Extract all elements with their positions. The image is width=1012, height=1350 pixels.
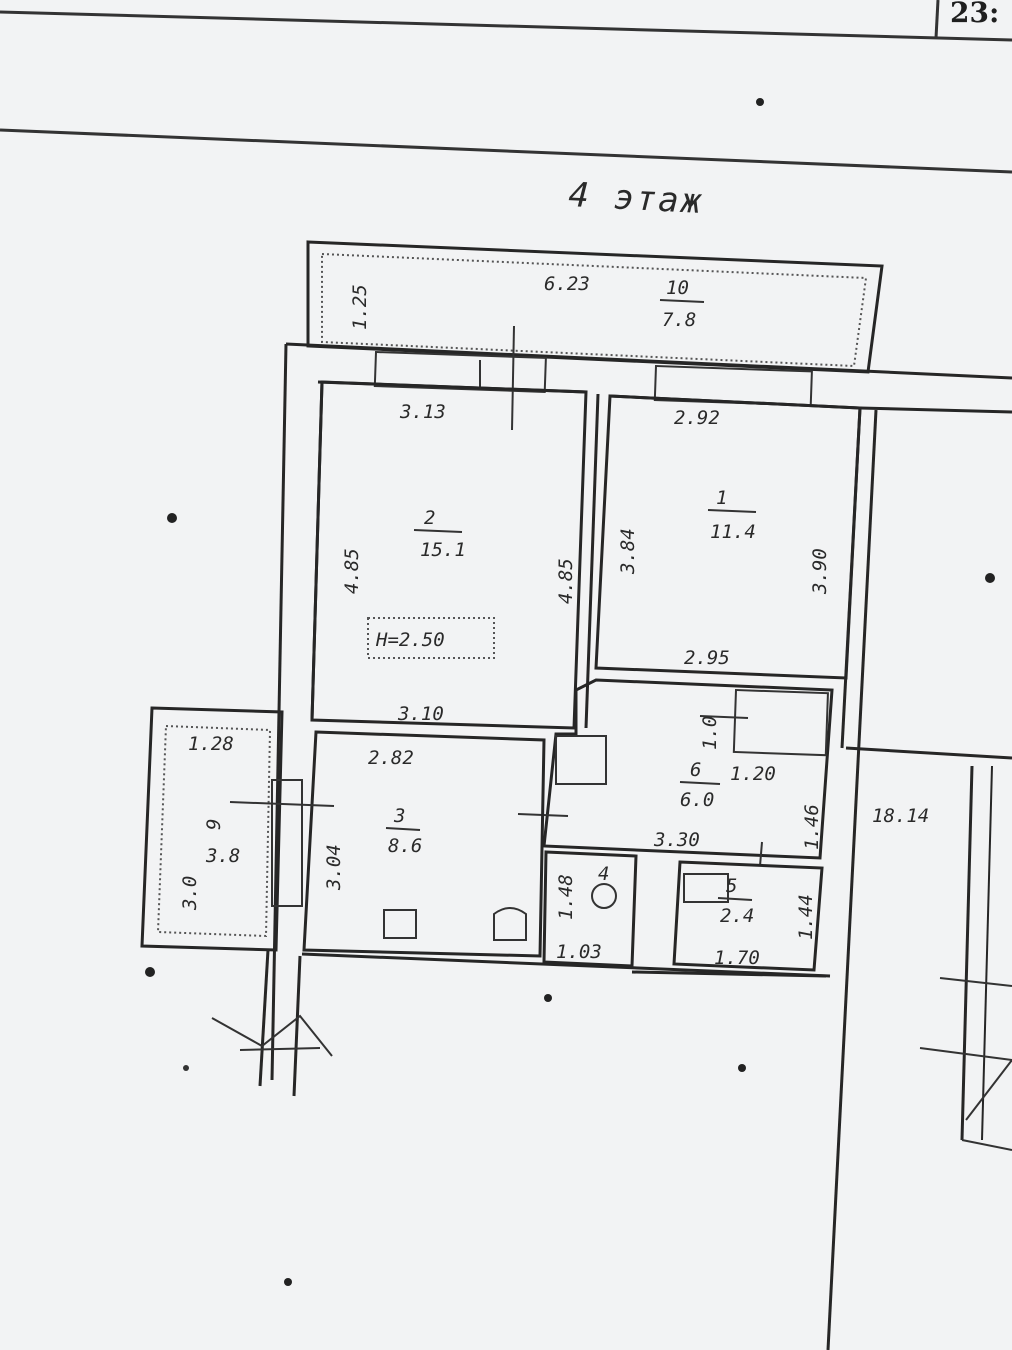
balcony-top-fraction-line <box>659 299 705 303</box>
stair-mark-2 <box>239 1047 321 1051</box>
room-3-outline <box>302 730 546 958</box>
room-1-dim-right: 3.90 <box>809 548 831 595</box>
neighbor-stair-2 <box>919 1047 1012 1061</box>
room-2-fraction-line <box>413 529 463 533</box>
balcony-top-inner <box>321 252 868 368</box>
partition-2-1 <box>584 393 600 729</box>
ink-dot <box>284 1278 292 1286</box>
room-5-fraction-line <box>717 897 753 901</box>
niche-outline <box>555 735 607 785</box>
room-5-number: 5 <box>726 875 737 897</box>
room-2-outline <box>310 380 588 730</box>
balcony-left-inner <box>156 724 272 938</box>
ink-dot <box>756 98 764 106</box>
room-5-dim-2: 1.70 <box>714 947 760 969</box>
room-2-dim-bottom: 3.10 <box>397 703 444 725</box>
door-top-left <box>511 325 515 431</box>
room-6-dim-4: 1.0 <box>699 716 721 750</box>
window-top-left <box>373 350 547 393</box>
balcony-left-area: 3.8 <box>205 845 240 867</box>
neighbor-wall-inner <box>960 765 974 1141</box>
balcony-left-dim-top: 1.28 <box>188 733 234 755</box>
neighbor-stair-3 <box>961 1139 1012 1151</box>
neighbor-stair-diag <box>965 1059 1012 1121</box>
header-line-top <box>0 10 1012 42</box>
room-5-area: 2.4 <box>720 905 754 927</box>
neighbor-stair-1 <box>939 977 1012 987</box>
room-4-outline <box>542 850 638 968</box>
room-2-dim-right: 4.85 <box>555 558 577 604</box>
room-6-dim-1: 1.20 <box>730 763 776 785</box>
ink-dot <box>145 967 155 977</box>
outer-wall-right <box>826 409 878 1350</box>
door-left <box>229 801 335 807</box>
outer-wall-bottom <box>301 952 831 978</box>
room-1-fraction-line <box>707 509 757 513</box>
sink-icon <box>383 909 417 939</box>
room-1-dim-left: 3.84 <box>617 528 639 575</box>
door-mark <box>759 841 763 867</box>
room-3-dim-top: 2.82 <box>368 747 414 769</box>
room-4-dim-1: 1.48 <box>555 874 577 920</box>
outer-wall-bottom-2 <box>631 970 827 978</box>
room-6-dim-2: 3.30 <box>653 829 700 851</box>
ink-dot <box>985 573 995 583</box>
room-4-number: 4 <box>598 863 609 885</box>
header-line-bottom <box>0 128 1012 174</box>
room-5-dim-1: 1.44 <box>795 894 817 940</box>
room-6-number: 6 <box>690 759 701 781</box>
bath-icon <box>683 873 729 903</box>
door-room-6 <box>699 715 749 719</box>
room-3-dim-left: 3.04 <box>323 844 345 891</box>
room-6-dim-3: 1.46 <box>801 804 823 850</box>
outer-wall-top <box>285 342 1012 380</box>
balcony-top-depth: 1.25 <box>349 284 371 330</box>
room-3-number: 3 <box>393 805 405 827</box>
balcony-top-width: 6.23 <box>544 273 590 295</box>
room-6-area: 6.0 <box>680 789 714 811</box>
room-1-area: 11.4 <box>710 521 756 543</box>
corner-text: 23: <box>950 0 999 29</box>
neighbor-wall-inner-2 <box>981 765 993 1141</box>
riser-line-2 <box>292 955 302 1097</box>
outer-wall-right-inner <box>840 407 862 749</box>
ink-dot <box>167 513 177 523</box>
room-5-outline <box>672 860 824 972</box>
room-2-ceiling: H=2.50 <box>375 629 445 651</box>
floor-title: 4 этаж <box>568 175 705 222</box>
room-6-fraction-line <box>679 781 721 785</box>
ink-dot <box>183 1065 189 1071</box>
neighbor-wall-top <box>845 746 1012 760</box>
neighbor-label: 18.14 <box>872 805 929 827</box>
room-1-dim-top: 2.92 <box>674 407 720 429</box>
room-3-fraction-line <box>385 827 421 831</box>
room-2-dim-top: 3.13 <box>399 401 446 423</box>
room-1-dim-bottom: 2.95 <box>684 647 730 669</box>
balcony-top-number: 10 <box>666 277 689 299</box>
balcony-top-area: 7.8 <box>662 309 696 331</box>
balcony-left-number: 9 <box>203 819 225 830</box>
ink-dot <box>544 994 552 1002</box>
ceiling-height-box <box>367 617 495 659</box>
ink-dot <box>738 1064 746 1072</box>
window-left <box>271 779 303 907</box>
room-3-area: 8.6 <box>388 835 422 857</box>
balcony-left-dim-left: 3.0 <box>179 876 201 911</box>
room-2-area: 15.1 <box>420 539 466 561</box>
room-6-outline <box>542 678 834 860</box>
balcony-left-outline <box>140 706 284 952</box>
stair-mark <box>211 1014 333 1057</box>
corner-box-divider <box>934 0 940 39</box>
room-2-number: 2 <box>424 507 435 529</box>
stove-icon <box>493 907 527 941</box>
room-1-number: 1 <box>716 487 727 509</box>
room-4-dim-2: 1.03 <box>556 941 602 963</box>
toilet-icon <box>591 883 617 909</box>
closet-outline <box>732 688 829 757</box>
riser-line-1 <box>258 949 270 1087</box>
room-2-dim-left: 4.85 <box>341 548 363 594</box>
